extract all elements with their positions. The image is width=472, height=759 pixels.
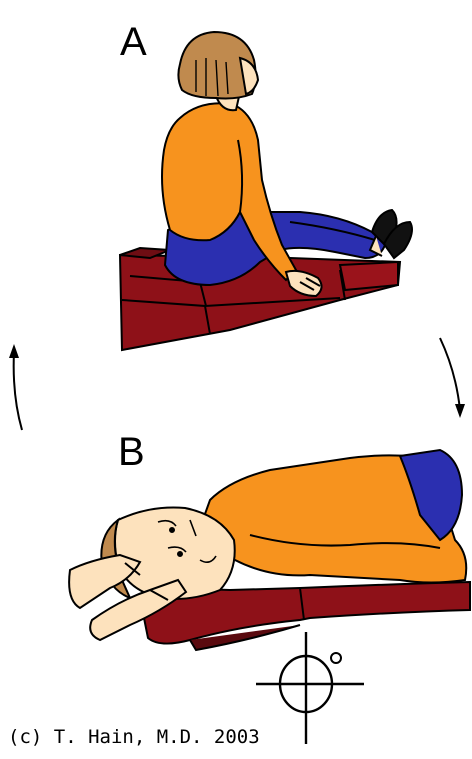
copyright-notice: (c) T. Hain, M.D. 2003 <box>8 726 260 748</box>
panel-a-figure <box>120 32 412 350</box>
curved-arrow-down-icon <box>440 338 465 418</box>
eye-torsion-crosshair-icon <box>256 632 364 744</box>
head-seated <box>178 32 258 110</box>
curved-arrow-up-icon <box>9 344 22 430</box>
panel-a-label: A <box>120 22 147 62</box>
panel-b-label: B <box>118 432 145 472</box>
panel-b-figure <box>69 450 470 650</box>
shoes-seated <box>370 210 412 258</box>
